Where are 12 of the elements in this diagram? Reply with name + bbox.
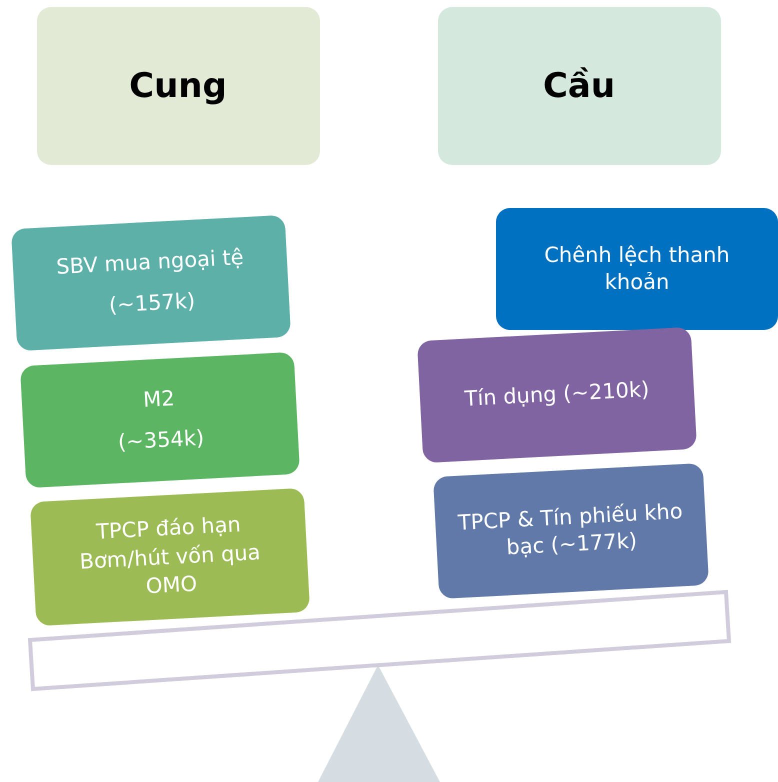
- heading-text: Cầu: [542, 64, 616, 108]
- card-text: (~354k): [117, 424, 205, 456]
- heading-box: [36, 7, 320, 165]
- heading-text: Cung: [129, 64, 227, 108]
- card-text: TPCP & Tín phiếu kho bạc (~177k): [456, 498, 684, 562]
- heading-box: [438, 7, 720, 165]
- card-text: M2: [142, 384, 176, 414]
- card-text: Chênh lệch thanh khoản: [543, 242, 731, 296]
- card-text: (~157k): [108, 288, 196, 320]
- item-card: [496, 208, 778, 330]
- card-text: SBV mua ngoại tệ: [56, 244, 244, 281]
- card-text: Tín dụng (~210k): [464, 376, 650, 414]
